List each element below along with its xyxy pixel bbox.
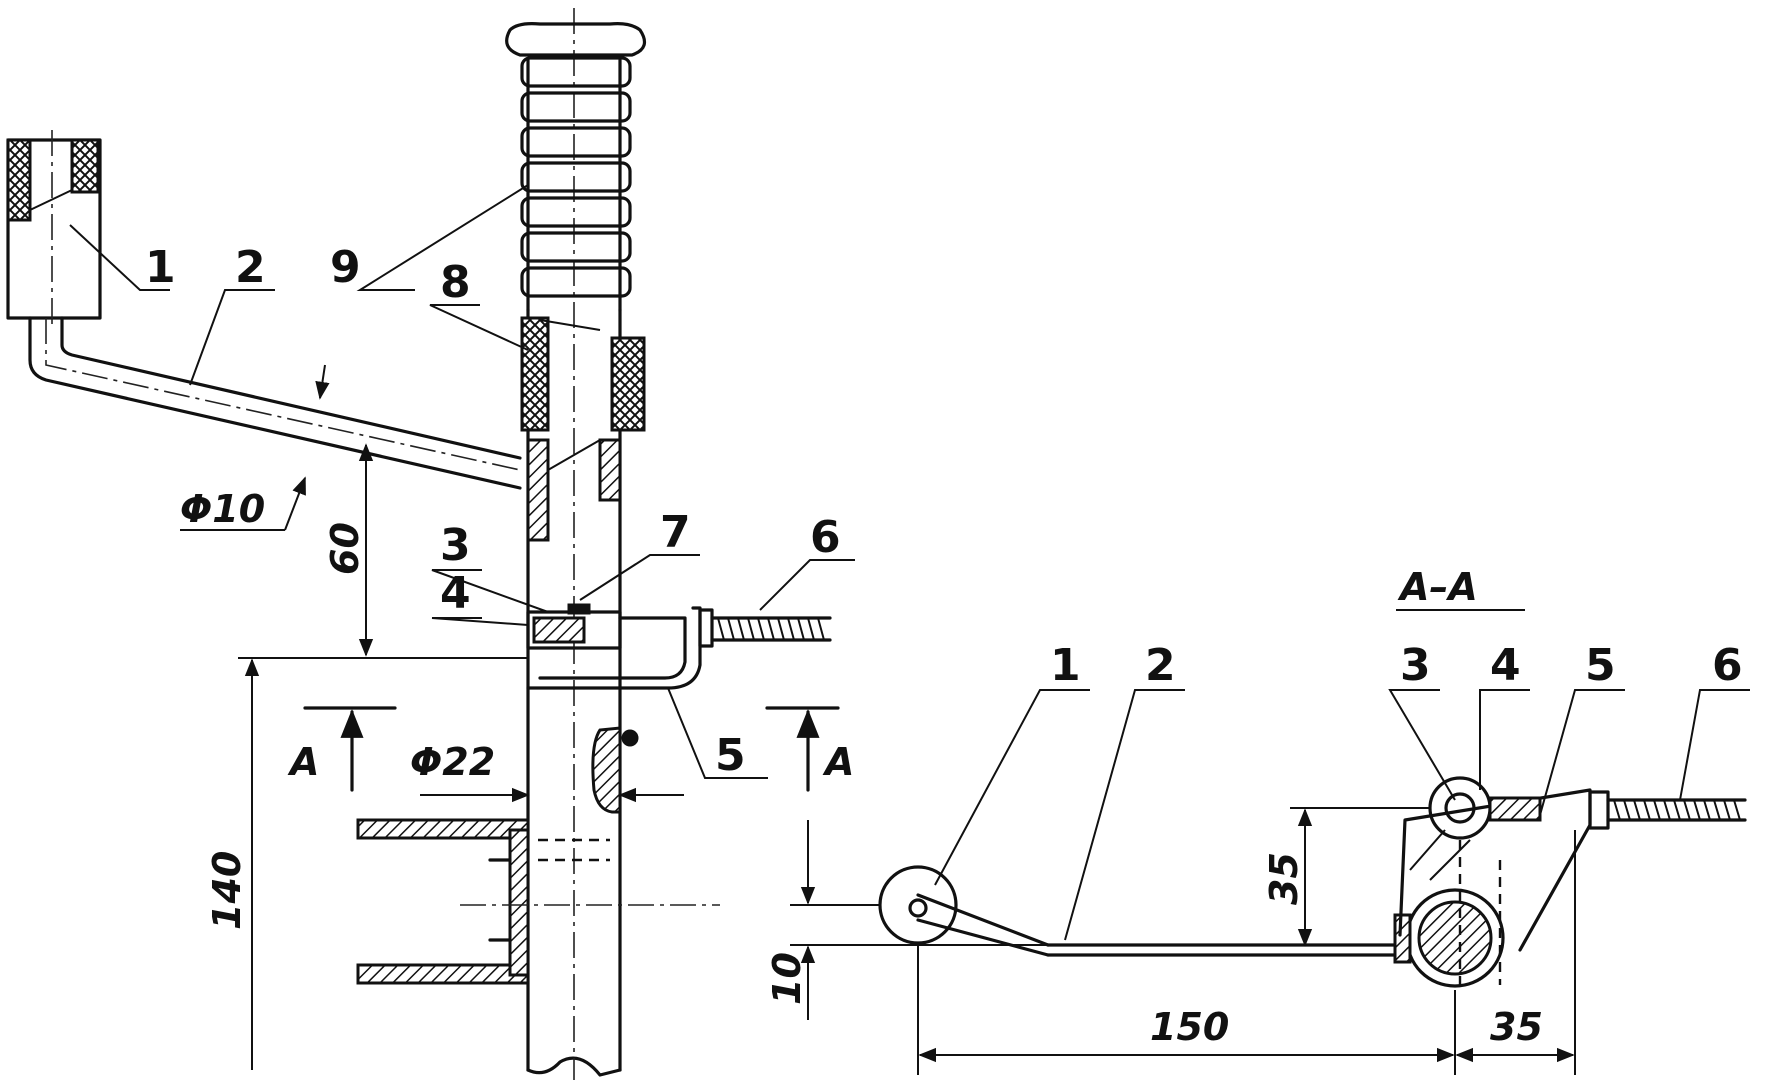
- label-3: 3: [440, 520, 471, 571]
- label-9: 9: [330, 242, 361, 293]
- label-4: 4: [440, 568, 471, 619]
- dimension-lines: [180, 364, 684, 1070]
- section-letter-left: A: [287, 740, 319, 784]
- label-1: 1: [145, 242, 176, 293]
- section-label-1: 1: [1050, 640, 1081, 691]
- clamp-assembly: [526, 603, 832, 690]
- section-label-4: 4: [1490, 640, 1521, 691]
- label-2: 2: [235, 242, 266, 293]
- knurled-sleeve: [520, 316, 646, 542]
- dim-140: 140: [205, 851, 249, 930]
- label-7: 7: [660, 507, 691, 558]
- dim-150: 150: [1150, 1005, 1229, 1049]
- section-label-3: 3: [1400, 640, 1431, 691]
- label-5: 5: [715, 730, 746, 781]
- dim-phi10: Φ10: [180, 487, 265, 531]
- section-dimensions: [790, 807, 1576, 1075]
- section-markers: [303, 706, 840, 792]
- label-8: 8: [440, 257, 471, 308]
- dim-35-horizontal: 35: [1490, 1005, 1543, 1049]
- handle-grip: [505, 22, 647, 312]
- dim-phi22: Φ22: [410, 740, 495, 784]
- section-letter-right: A: [822, 740, 854, 784]
- dim-60: 60: [323, 522, 367, 575]
- section-title: A–A: [1397, 565, 1478, 609]
- section-view: A–A: [765, 565, 1750, 1075]
- pedal-rod: [28, 316, 522, 490]
- section-label-6: 6: [1712, 640, 1743, 691]
- frame-bracket: [356, 818, 720, 985]
- pedal-block: [6, 130, 102, 330]
- leader-lines: [69, 184, 855, 779]
- front-view: 1 2 9 8 3 7 6 4 5 Φ10 60 140 Φ22 A A: [6, 8, 855, 1080]
- dim-10: 10: [765, 952, 809, 1005]
- section-label-2: 2: [1145, 640, 1176, 691]
- section-label-5: 5: [1585, 640, 1616, 691]
- label-6: 6: [810, 512, 841, 563]
- weld: [591, 726, 639, 814]
- main-tube: [526, 8, 622, 1080]
- dim-35-vertical: 35: [1262, 852, 1306, 905]
